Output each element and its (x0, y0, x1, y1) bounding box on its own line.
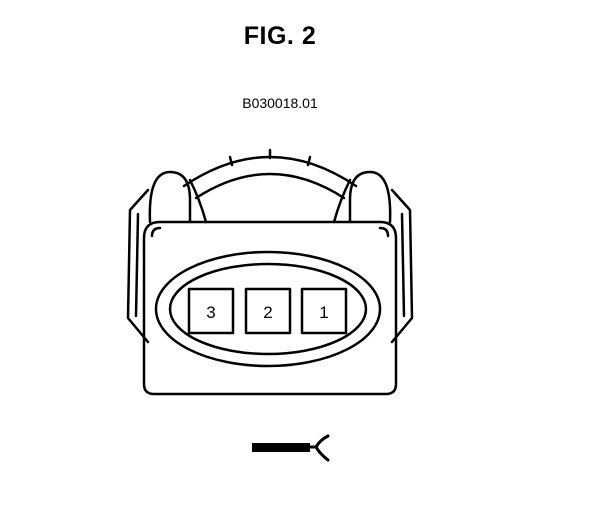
connector-right-ear (348, 170, 414, 344)
pin-label: 2 (263, 303, 272, 322)
wire-harness-icon (252, 434, 330, 462)
figure-code: B030018.01 (242, 95, 318, 111)
pin-cavity (187, 287, 235, 335)
connector-latch (182, 148, 358, 224)
connector-left-ear (126, 170, 192, 344)
connector-body (142, 220, 398, 396)
pin-cavity (244, 287, 292, 335)
connector-inner-oval (168, 262, 368, 356)
figure-title: FIG. 2 (243, 22, 317, 50)
connector-outer-oval (154, 250, 382, 368)
pin-label: 3 (206, 303, 215, 322)
pin-cavity (300, 287, 348, 335)
pin-label: 1 (319, 303, 328, 322)
